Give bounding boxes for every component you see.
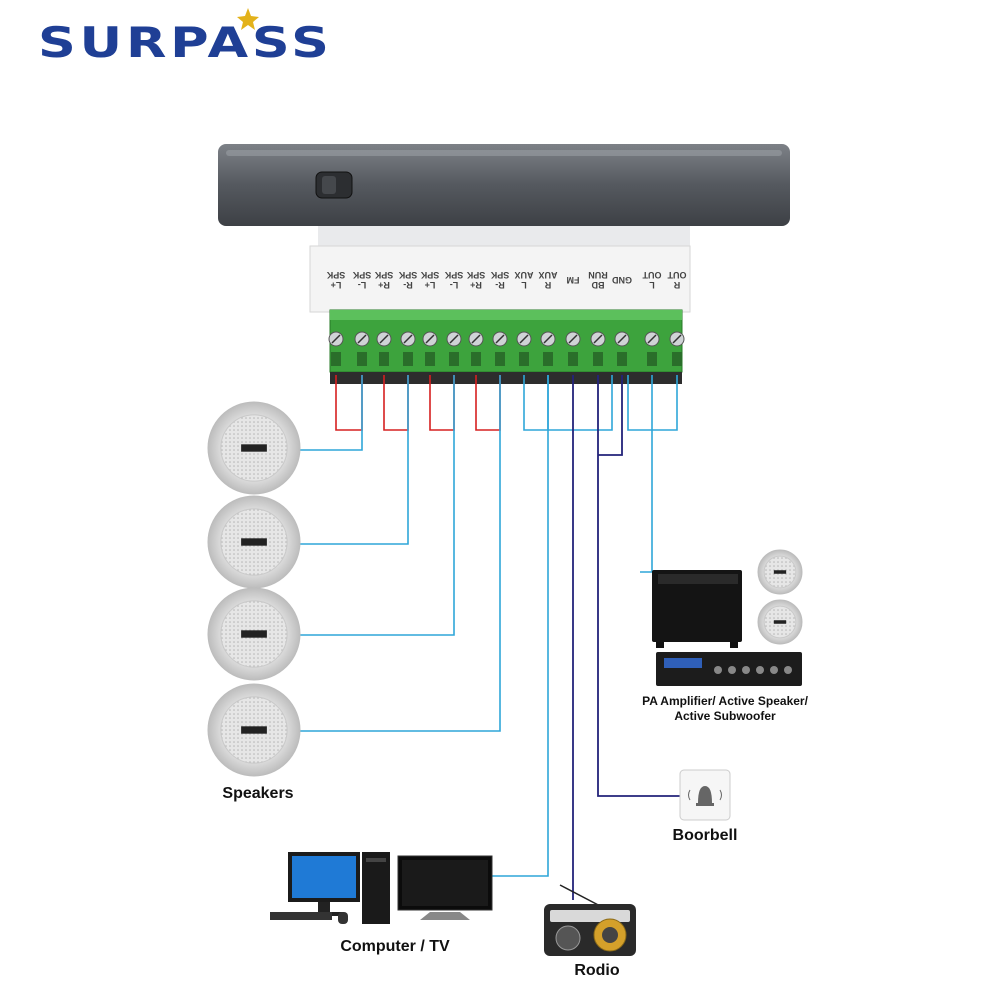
amplifier-group bbox=[652, 570, 802, 686]
wire-speaker-1 bbox=[300, 375, 363, 451]
terminal-screw bbox=[669, 331, 685, 366]
terminal-screw bbox=[614, 331, 630, 366]
terminal-label: L-SPK bbox=[352, 270, 372, 290]
amplifier-caption-line1: PA Amplifier/ Active Speaker/ bbox=[642, 694, 808, 708]
surpass-logo: SURPASS bbox=[38, 18, 333, 67]
ceiling-speaker-icon bbox=[207, 587, 301, 681]
wire-speaker-2 bbox=[300, 375, 409, 545]
terminal-screw bbox=[540, 331, 556, 366]
terminal-screw bbox=[565, 331, 581, 366]
radio-icon bbox=[544, 884, 636, 956]
ceiling-speaker-icon bbox=[207, 495, 301, 589]
terminal-label: L+SPK bbox=[420, 270, 440, 290]
computer-tv-icon bbox=[270, 852, 493, 924]
ceiling-speaker-icon bbox=[207, 683, 301, 777]
terminal-screw bbox=[328, 331, 344, 366]
wire-out-amplifier bbox=[640, 375, 653, 573]
terminal-screw bbox=[492, 331, 508, 366]
terminal-screw bbox=[644, 331, 660, 366]
terminal-label: R-SPK bbox=[490, 270, 510, 290]
control-panel bbox=[218, 144, 790, 313]
wire-aux-computer bbox=[492, 375, 549, 877]
wire-speaker-3 bbox=[300, 375, 455, 636]
wire-doorbell bbox=[597, 375, 680, 797]
ceiling-speaker-icon bbox=[207, 401, 301, 495]
ceiling-speaker-icon bbox=[757, 549, 803, 595]
wire-speaker-4 bbox=[300, 375, 501, 732]
terminal-label: R+SPK bbox=[466, 270, 486, 290]
amplifier-caption-line2: Active Subwoofer bbox=[674, 709, 776, 723]
terminal-label: GND bbox=[612, 275, 632, 285]
ceiling-speaker-icon bbox=[757, 599, 803, 645]
doorbell-caption: Boorbell bbox=[672, 827, 738, 844]
terminal-screw bbox=[590, 331, 606, 366]
wire-doorbell-gnd bbox=[598, 375, 623, 456]
terminal-label: R-SPK bbox=[398, 270, 418, 290]
terminal-label: FM bbox=[566, 275, 580, 285]
terminal-screw bbox=[400, 331, 416, 366]
terminal-block bbox=[329, 309, 683, 384]
wire-aux-gnd bbox=[548, 375, 613, 431]
terminal-screw bbox=[446, 331, 462, 366]
amplifier-caption: PA Amplifier/ Active Speaker/ Active Sub… bbox=[620, 694, 830, 724]
terminal-label: R+SPK bbox=[374, 270, 394, 290]
speakers-caption: Speakers bbox=[222, 785, 294, 802]
logo-sparkle-icon bbox=[237, 8, 259, 30]
radio-caption: Rodio bbox=[574, 962, 620, 979]
terminal-label: L+SPK bbox=[326, 270, 346, 290]
computer-tv-caption: Computer / TV bbox=[340, 938, 450, 955]
terminal-label: L-SPK bbox=[444, 270, 464, 290]
terminal-screw bbox=[516, 331, 532, 366]
terminal-screw bbox=[422, 331, 438, 366]
terminal-screw bbox=[468, 331, 484, 366]
terminal-screw bbox=[354, 331, 370, 366]
doorbell-icon bbox=[679, 769, 731, 821]
terminal-screw bbox=[376, 331, 392, 366]
